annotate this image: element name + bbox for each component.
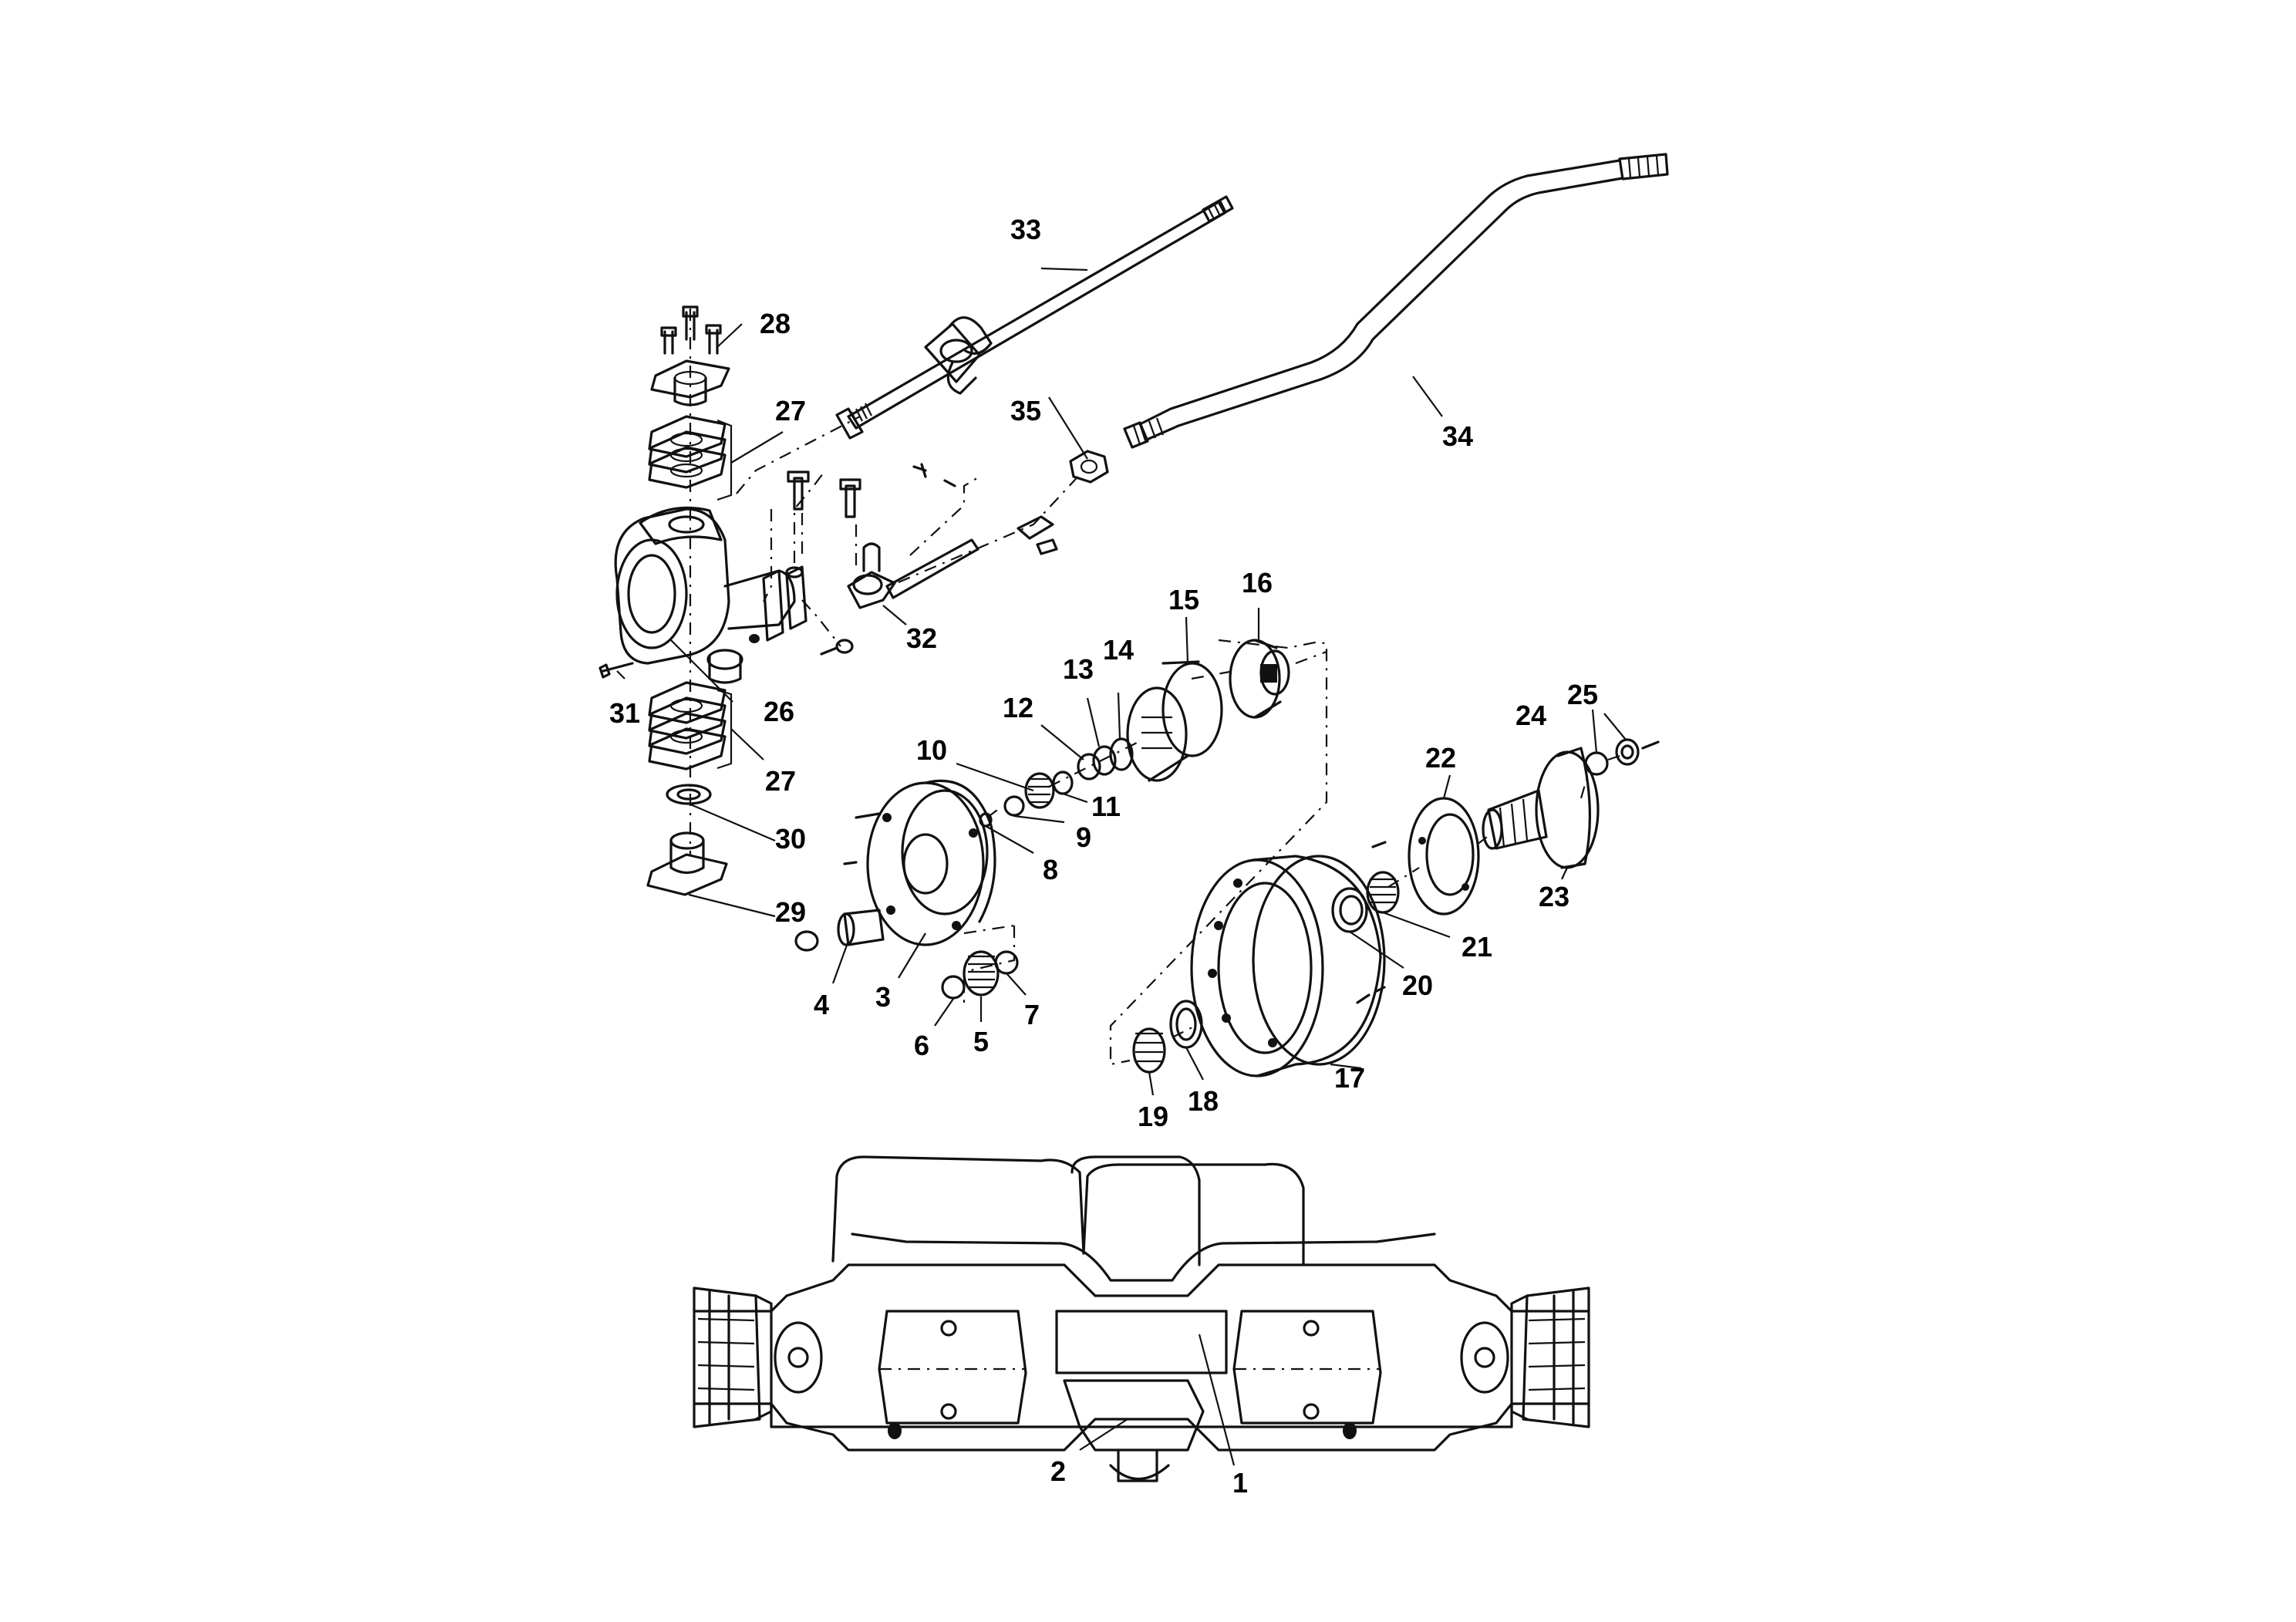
callout-5: 5	[973, 1026, 989, 1057]
callout-30: 30	[775, 823, 806, 855]
callouts: 1 2 3 4 5 6 7 8 9 10 11 12 13 14 15 16 1…	[609, 214, 1598, 1499]
axle-shaft-with-u-joint	[835, 195, 1234, 440]
callout-12: 12	[1003, 692, 1033, 723]
callout-22: 22	[1425, 742, 1456, 774]
callout-2: 2	[1050, 1455, 1066, 1487]
callout-35: 35	[1010, 395, 1041, 427]
ring-gear-retainer	[1092, 745, 1117, 776]
shim-plates-lower	[648, 681, 733, 771]
callout-19: 19	[1138, 1101, 1168, 1132]
assembly-lines	[689, 309, 1620, 1066]
axle-housing-assembly	[693, 1155, 1590, 1482]
callout-20: 20	[1402, 969, 1433, 1001]
oil-seal	[1371, 797, 1480, 916]
bearing-cup-outer	[1331, 887, 1368, 933]
callout-24: 24	[1515, 700, 1546, 731]
callout-27-upper: 27	[775, 395, 806, 427]
callout-28: 28	[760, 308, 791, 339]
callout-26: 26	[764, 696, 794, 727]
callout-1: 1	[1232, 1467, 1248, 1499]
thrust-washer	[1003, 795, 1025, 817]
callout-25: 25	[1567, 679, 1598, 710]
callout-27-lower: 27	[765, 765, 796, 797]
spacer	[1584, 751, 1609, 776]
callout-17: 17	[1334, 1062, 1365, 1094]
shim-plates-upper	[648, 415, 733, 501]
callout-21: 21	[1462, 931, 1492, 963]
callout-10: 10	[916, 734, 947, 766]
axle-shaft-long	[1123, 153, 1669, 449]
callout-13: 13	[1063, 653, 1094, 685]
callout-29: 29	[775, 896, 806, 928]
tie-rod-end	[820, 515, 1058, 656]
ring-gear-hub	[1229, 639, 1290, 719]
callout-32: 32	[906, 622, 937, 654]
callout-9: 9	[1076, 821, 1091, 853]
thrust-washer-inner	[941, 975, 966, 1000]
planetary-carrier	[843, 779, 996, 946]
spindle	[1482, 747, 1600, 869]
callout-31: 31	[609, 697, 640, 729]
callout-7: 7	[1024, 999, 1040, 1030]
hex-nut	[1069, 450, 1109, 484]
wheel-hub	[1190, 855, 1386, 1077]
tapered-roller-bearing-outer	[1366, 871, 1400, 914]
planet-pin	[794, 909, 885, 952]
lower-kingpin-cap	[646, 831, 728, 896]
callout-23: 23	[1539, 881, 1569, 912]
planet-gear	[963, 950, 1000, 996]
tapered-roller-bearing	[1132, 1027, 1166, 1074]
kingpin-cap	[650, 305, 730, 406]
bearing-cup	[1169, 1000, 1203, 1049]
callout-6: 6	[914, 1030, 929, 1061]
callout-8: 8	[1043, 854, 1058, 885]
callout-34: 34	[1442, 420, 1473, 452]
callout-33: 33	[1010, 214, 1041, 245]
callout-3: 3	[875, 981, 891, 1013]
steering-arm-pin	[762, 463, 956, 642]
callout-14: 14	[1103, 634, 1134, 666]
callout-18: 18	[1188, 1085, 1219, 1117]
leader-lines	[616, 267, 1627, 1466]
retaining-ring	[1077, 753, 1101, 781]
callout-16: 16	[1242, 567, 1273, 599]
bolt	[598, 662, 634, 679]
sun-gear	[1024, 772, 1055, 809]
callout-11: 11	[1091, 791, 1121, 822]
callout-15: 15	[1168, 584, 1199, 615]
callout-4: 4	[814, 989, 829, 1020]
spacer-ring	[1109, 737, 1134, 771]
ring-gear	[1126, 660, 1223, 782]
axle-nut	[1615, 738, 1660, 766]
washer	[666, 784, 712, 805]
